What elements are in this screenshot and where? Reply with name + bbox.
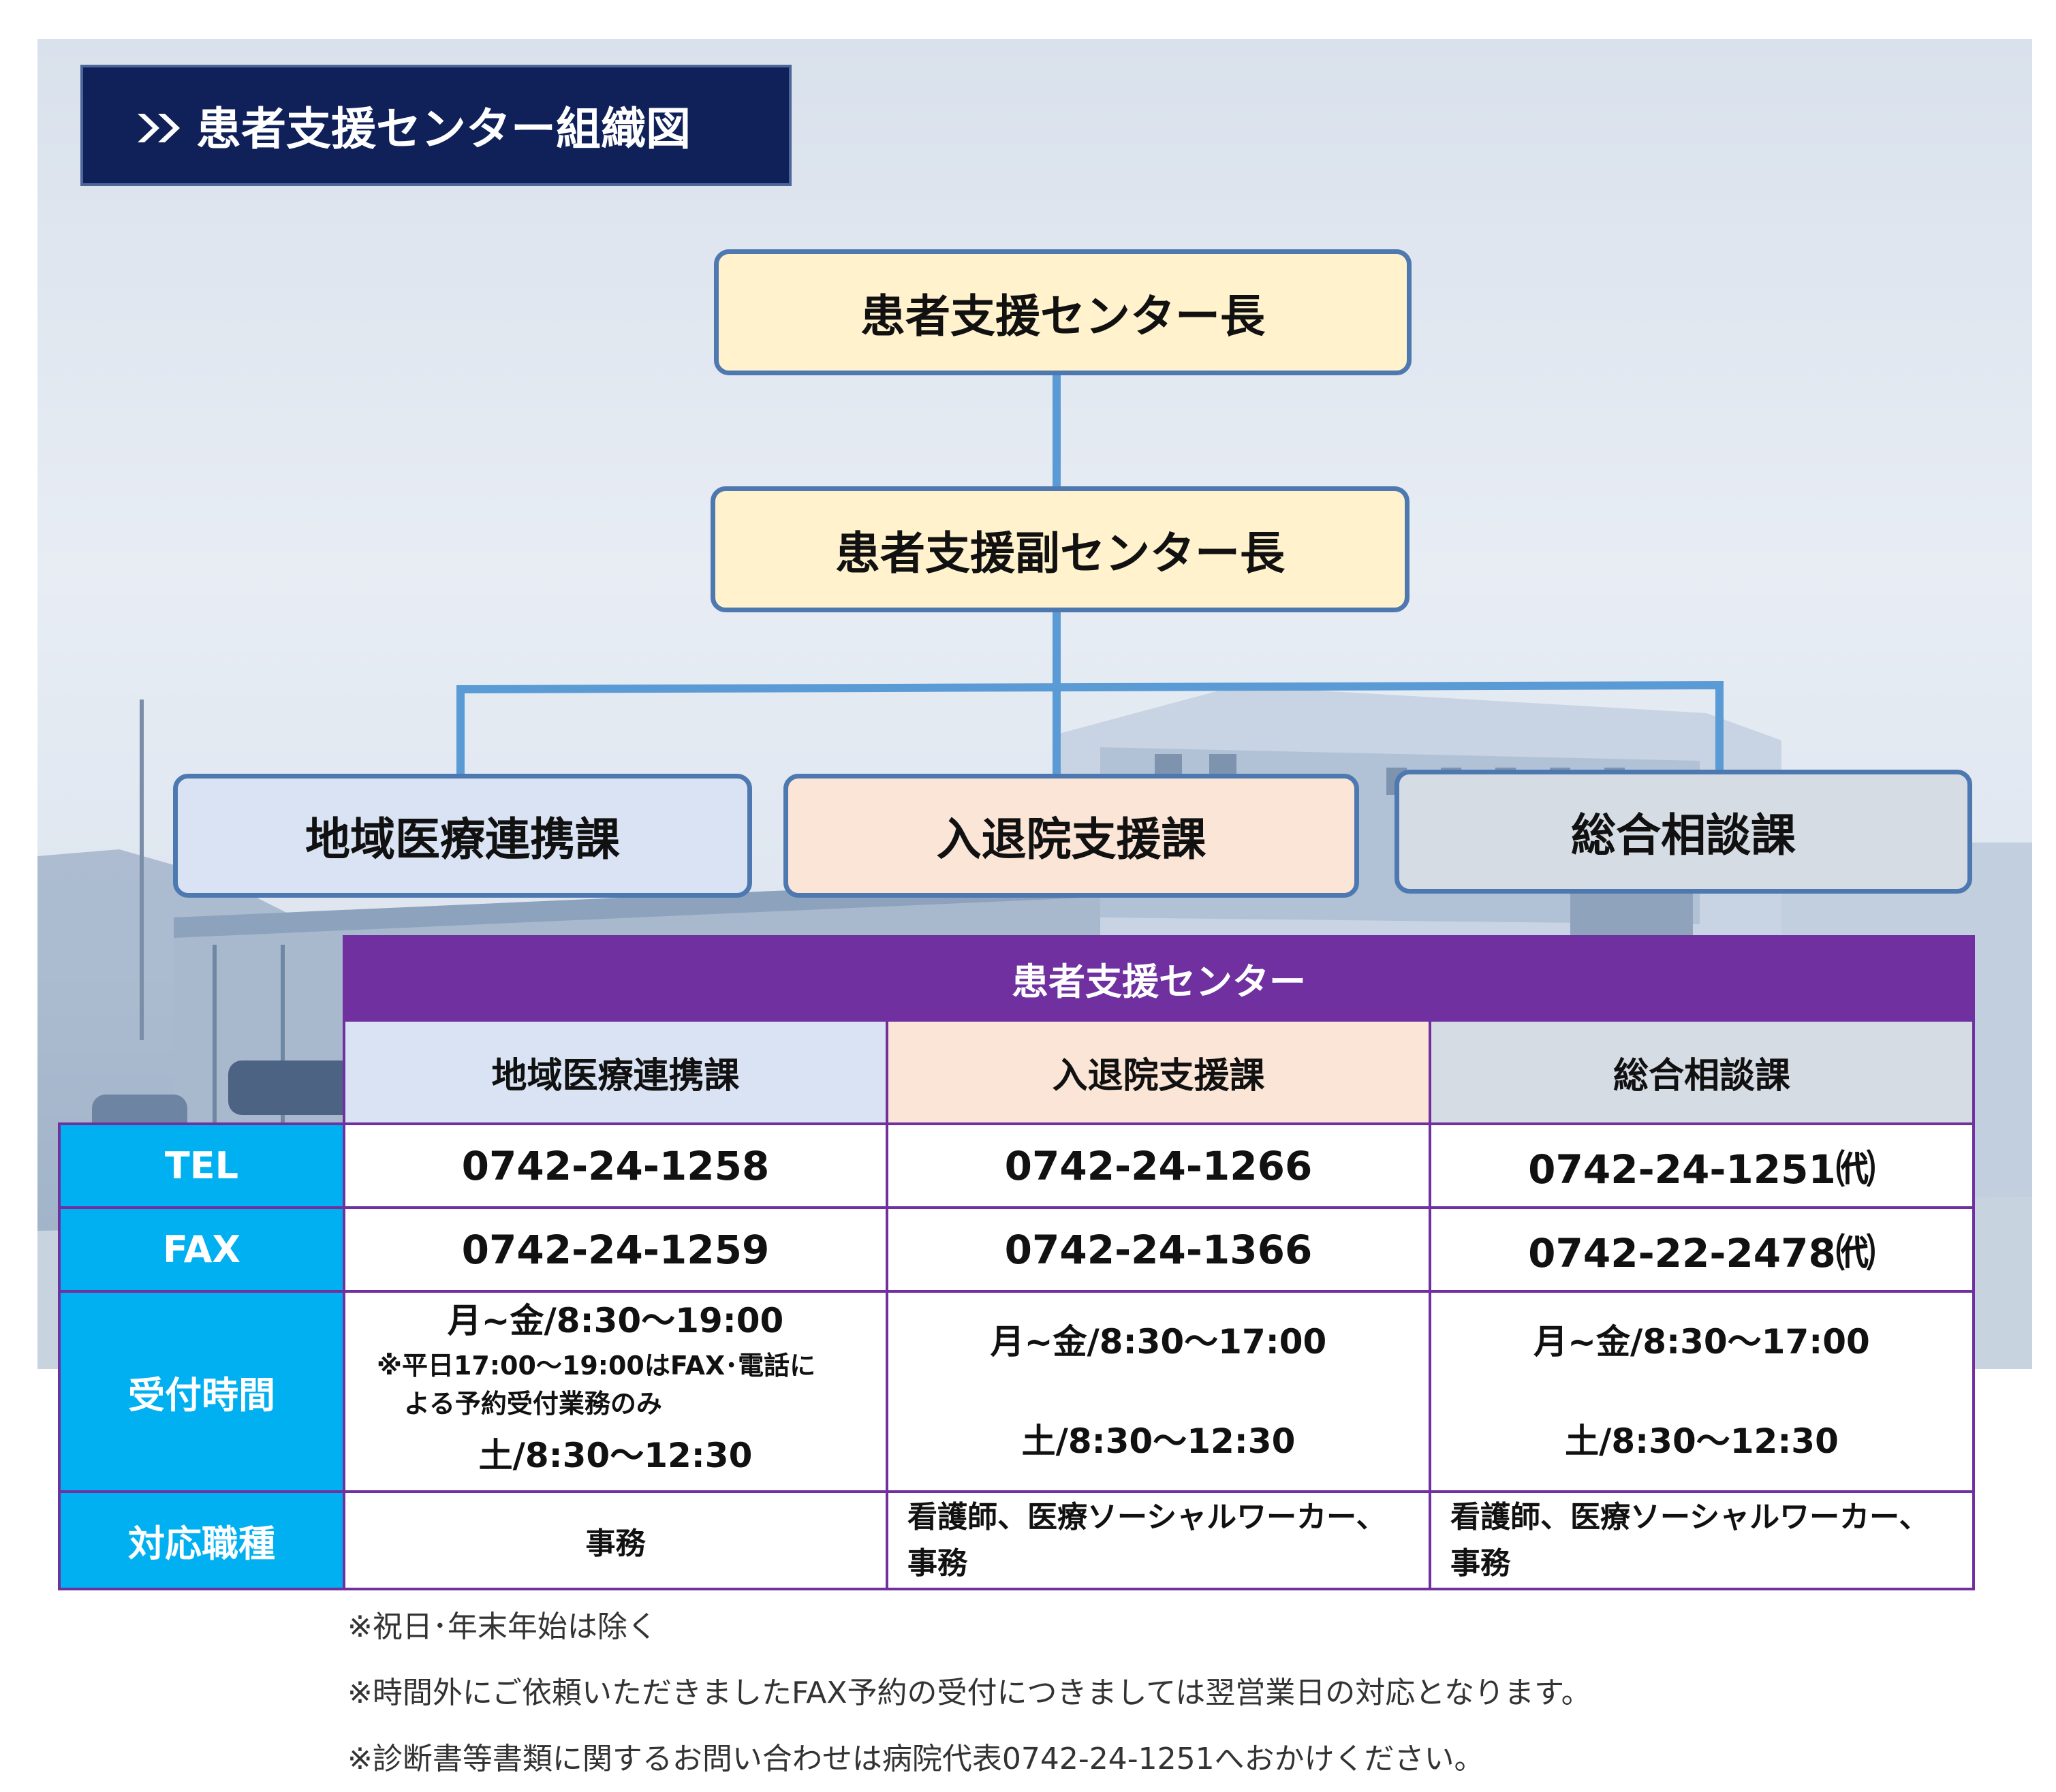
double-chevron-icon [138,114,180,142]
jobs-cell: 看護師、医療ソーシャルワーカー、 事務 [886,1490,1431,1590]
tel-value: 0742-24-1258 [343,1122,888,1209]
footnote: ※時間外にご依頼いただきましたFAX予約の受付につきましては翌営業日の対応となり… [347,1676,1591,1710]
row-label-fax: FAX [58,1206,345,1293]
hours-note: よる予約受付業務のみ [404,1389,662,1419]
table-row-hours: 受付時間 月~金/8:30～19:00 ※平日17:00～19:00はFAX･電… [58,1290,1976,1493]
hours-weekday: 月~金/8:30～17:00 [990,1322,1327,1362]
jobs-line: 看護師、医療ソーシャルワーカー、 [1450,1499,1929,1535]
column-header-admission-discharge: 入退院支援課 [886,1019,1431,1125]
row-label-jobs: 対応職種 [58,1490,345,1590]
table-blank-cell [59,937,344,1020]
org-box-admission-discharge: 入退院支援課 [783,774,1359,898]
tel-value: 0742-24-1251㈹ [1428,1122,1976,1209]
footnote: ※祝日･年末年始は除く [347,1609,657,1644]
org-box-regional-liaison: 地域医療連携課 [173,774,752,898]
org-box-deputy-director: 患者支援副センター長 [711,486,1409,612]
hours-saturday: 土/8:30～12:30 [1565,1421,1839,1461]
table-center-header: 患者支援センター [342,935,1976,1022]
footnote: ※診断書等書類に関するお問い合わせは病院代表0742-24-1251へおかけくだ… [347,1742,1484,1776]
jobs-cell: 看護師、医療ソーシャルワーカー、 事務 [1428,1490,1976,1590]
jobs-line: 事務 [907,1545,967,1581]
org-box-general-consultation: 総合相談課 [1395,770,1972,894]
jobs-cell: 事務 [343,1490,888,1590]
table-row: 地域医療連携課 入退院支援課 総合相談課 [59,1019,1976,1125]
hours-note: ※平日17:00～19:00はFAX･電話に [377,1351,816,1381]
fax-value: 0742-24-1259 [343,1206,888,1293]
table-row-jobs: 対応職種 事務 看護師、医療ソーシャルワーカー、 事務 看護師、医療ソーシャルワ… [58,1490,1976,1590]
hours-cell: 月~金/8:30～19:00 ※平日17:00～19:00はFAX･電話に よる… [343,1290,888,1493]
page-title: 患者支援センター組織図 [80,65,792,186]
table-row-tel: TEL 0742-24-1258 0742-24-1266 0742-24-12… [58,1122,1976,1209]
table-row-fax: FAX 0742-24-1259 0742-24-1366 0742-22-24… [58,1206,1976,1293]
hours-saturday: 土/8:30～12:30 [478,1436,753,1475]
page-title-text: 患者支援センター組織図 [196,103,691,155]
hours-saturday: 土/8:30～12:30 [1021,1421,1296,1461]
row-label-hours: 受付時間 [58,1290,345,1493]
fax-value: 0742-24-1366 [886,1206,1431,1293]
hours-weekday: 月~金/8:30～19:00 [447,1301,784,1340]
column-header-general-consultation: 総合相談課 [1428,1019,1976,1125]
org-box-center-director: 患者支援センター長 [714,249,1412,375]
hours-weekday: 月~金/8:30～17:00 [1533,1322,1870,1362]
jobs-line: 看護師、医療ソーシャルワーカー、 [907,1499,1386,1535]
jobs-line: 事務 [1450,1545,1510,1581]
tel-value: 0742-24-1266 [886,1122,1431,1209]
hours-cell: 月~金/8:30～17:00 土/8:30～12:30 [1428,1290,1976,1493]
column-header-regional-liaison: 地域医療連携課 [343,1019,888,1125]
hours-cell: 月~金/8:30～17:00 土/8:30～12:30 [886,1290,1431,1493]
table-blank-cell [59,1020,344,1124]
fax-value: 0742-22-2478㈹ [1428,1206,1976,1293]
row-label-tel: TEL [58,1122,345,1209]
contact-table: 患者支援センター 地域医療連携課 入退院支援課 総合相談課 TEL 0742-2… [58,935,1976,1590]
footnotes: ※祝日･年末年始は除く ※時間外にご依頼いただきましたFAX予約の受付につきまし… [347,1594,1982,1792]
table-row: 患者支援センター [59,935,1976,1022]
